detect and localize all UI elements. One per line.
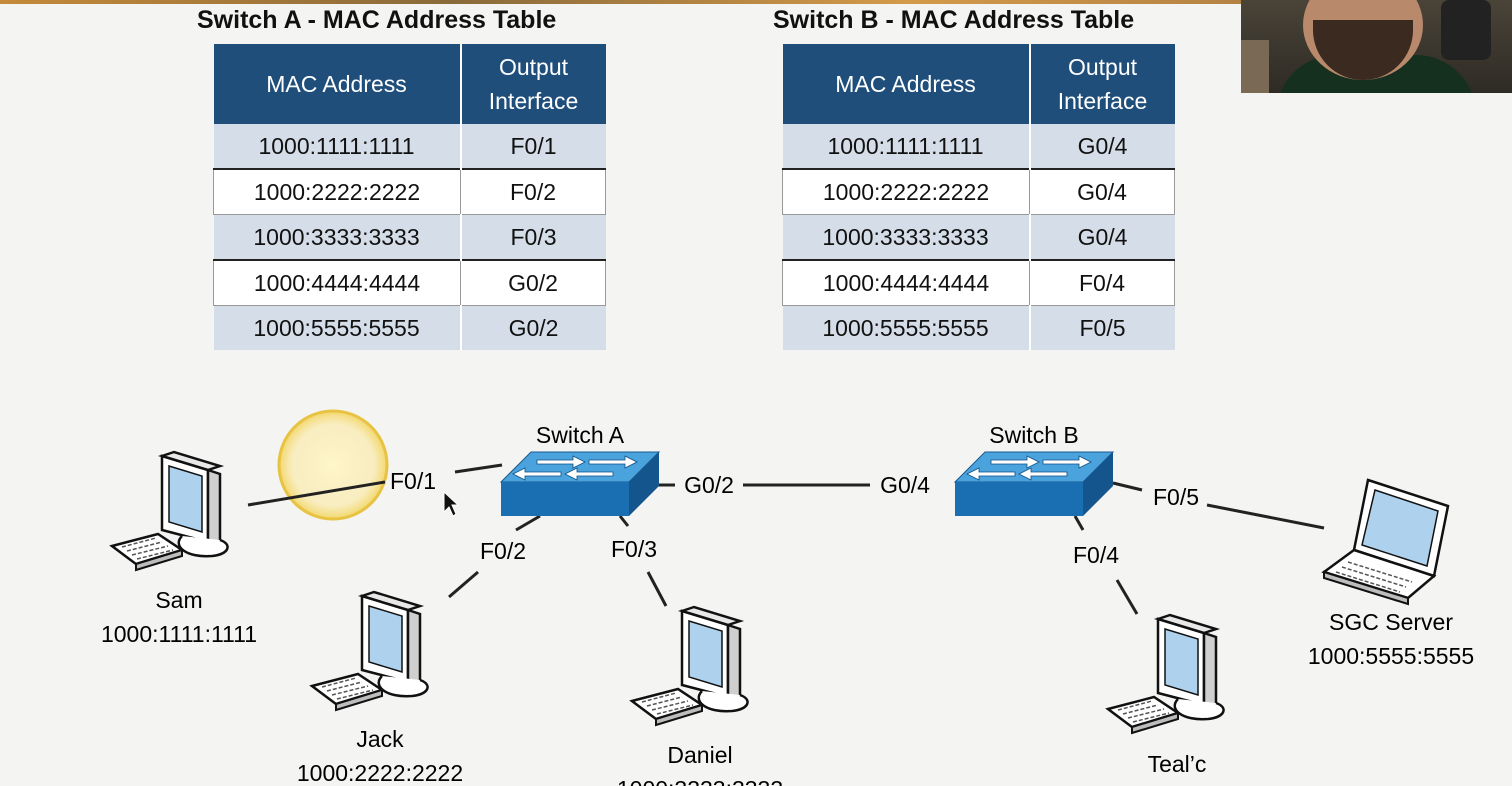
- sam-mac-label: 1000:1111:1111: [101, 621, 257, 647]
- output-interface-header-line1: Output: [1067, 54, 1138, 80]
- port-label-a-f02: F0/2: [480, 538, 526, 564]
- top-background-strip: [0, 0, 1512, 4]
- link-daniel-to-switch-a-end: [618, 515, 630, 527]
- output-interface-header-line2: Interface: [488, 88, 579, 114]
- link-switch-b-to-sgc-server: [1206, 503, 1325, 530]
- webcam-background-shelf: [1241, 40, 1269, 93]
- switch-a-table-title: Switch A - MAC Address Table: [197, 6, 557, 34]
- microphone-icon: [1441, 0, 1491, 60]
- port-label-a-f03: F0/3: [611, 536, 657, 562]
- link-switch-b-to-tealc-start: [1073, 515, 1085, 531]
- link-daniel-to-switch-a: [646, 571, 668, 607]
- link-switch-b-to-server-start: [1112, 481, 1143, 492]
- port-label-b-f04: F0/4: [1073, 542, 1119, 568]
- link-sam-to-switch-a-end: [454, 463, 503, 474]
- port-label-a-g02: G0/2: [684, 472, 734, 498]
- mac-cell: 1000:1111:1111: [782, 124, 1031, 169]
- sam-computer-icon[interactable]: [110, 450, 229, 572]
- interface-cell: F0/3: [460, 214, 606, 260]
- link-jack-to-switch-a: [448, 570, 479, 599]
- mac-cell: 1000:2222:2222: [213, 168, 461, 215]
- tealc-computer-icon[interactable]: [1106, 613, 1225, 735]
- interface-cell: F0/5: [1029, 305, 1175, 350]
- sgc-server-name-label: SGC Server: [1329, 609, 1453, 635]
- output-interface-header-line1: Output: [498, 54, 569, 80]
- interface-cell: F0/1: [460, 124, 606, 169]
- port-label-b-f05: F0/5: [1153, 484, 1199, 510]
- interface-cell: G0/4: [1029, 124, 1175, 169]
- port-label-a-f01: F0/1: [390, 468, 436, 494]
- link-jack-to-switch-a-end: [515, 514, 541, 532]
- mac-cell: 1000:3333:3333: [782, 214, 1031, 260]
- mac-cell: 1000:5555:5555: [782, 305, 1031, 350]
- link-sam-to-switch-a: [247, 480, 386, 507]
- mac-cell: 1000:1111:1111: [213, 124, 462, 169]
- daniel-computer-icon[interactable]: [630, 605, 749, 727]
- interface-cell: G0/4: [1029, 168, 1175, 215]
- interface-cell: F0/4: [1029, 259, 1175, 306]
- daniel-name-label: Daniel: [667, 742, 732, 768]
- switch-a-icon[interactable]: [500, 451, 660, 517]
- switch-a-label: Switch A: [536, 422, 625, 448]
- jack-computer-icon[interactable]: [310, 590, 429, 712]
- link-switch-b-to-tealc: [1115, 579, 1139, 615]
- mac-cell: 1000:5555:5555: [213, 305, 462, 350]
- switch-b-table-title: Switch B - MAC Address Table: [773, 6, 1135, 34]
- port-label-b-g04: G0/4: [880, 472, 930, 498]
- highlight-glow: [277, 409, 389, 521]
- interface-cell: G0/2: [460, 305, 606, 350]
- switch-b-label: Switch B: [989, 422, 1078, 448]
- sam-name-label: Sam: [155, 587, 202, 613]
- mac-address-header: MAC Address: [782, 44, 1031, 124]
- presenter-webcam-overlay: [1241, 0, 1512, 93]
- mouse-cursor-icon: [443, 490, 460, 517]
- interface-cell: F0/2: [460, 168, 606, 215]
- sgc-server-laptop-icon[interactable]: [1322, 478, 1450, 606]
- mac-address-header: MAC Address: [213, 44, 462, 124]
- interface-cell: G0/2: [460, 259, 606, 306]
- mac-cell: 1000:4444:4444: [782, 259, 1030, 306]
- tealc-name-label: Teal’c: [1148, 751, 1207, 777]
- sgc-server-mac-label: 1000:5555:5555: [1308, 643, 1474, 669]
- daniel-mac-label: 1000:3333:3333: [617, 776, 783, 786]
- mac-cell: 1000:4444:4444: [213, 259, 461, 306]
- mac-cell: 1000:3333:3333: [213, 214, 462, 260]
- mac-cell: 1000:2222:2222: [782, 168, 1030, 215]
- jack-mac-label: 1000:2222:2222: [297, 760, 463, 786]
- interface-cell: G0/4: [1029, 214, 1175, 260]
- jack-name-label: Jack: [356, 726, 404, 752]
- output-interface-header-line2: Interface: [1057, 88, 1148, 114]
- switch-b-icon[interactable]: [954, 451, 1114, 517]
